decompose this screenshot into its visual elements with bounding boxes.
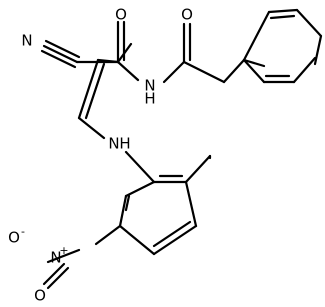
nitro-group-bonds [42, 248, 81, 290]
phenyl-ring [242, 8, 323, 84]
backbone-bonds [75, 20, 156, 184]
nitro-n-label: N [50, 249, 61, 267]
amine-h-label: H [119, 135, 130, 153]
nitrotolyl-ring [94, 154, 212, 256]
amine-n-label: N [108, 135, 119, 153]
amide-o-label: O [115, 6, 127, 24]
imide-chain [116, 22, 246, 84]
acyl-o-label: O [181, 6, 193, 24]
imide-n-label: N [144, 77, 155, 95]
nitrile-n-label: N [21, 32, 32, 50]
nitro-o-top-charge: - [21, 225, 25, 238]
nitro-o-top-label: O [8, 229, 20, 247]
nitrile-group [40, 39, 81, 69]
nitro-n-charge: + [59, 244, 68, 257]
nitro-o-bottom-label: O [34, 287, 46, 305]
imide-h-label: H [144, 90, 155, 108]
